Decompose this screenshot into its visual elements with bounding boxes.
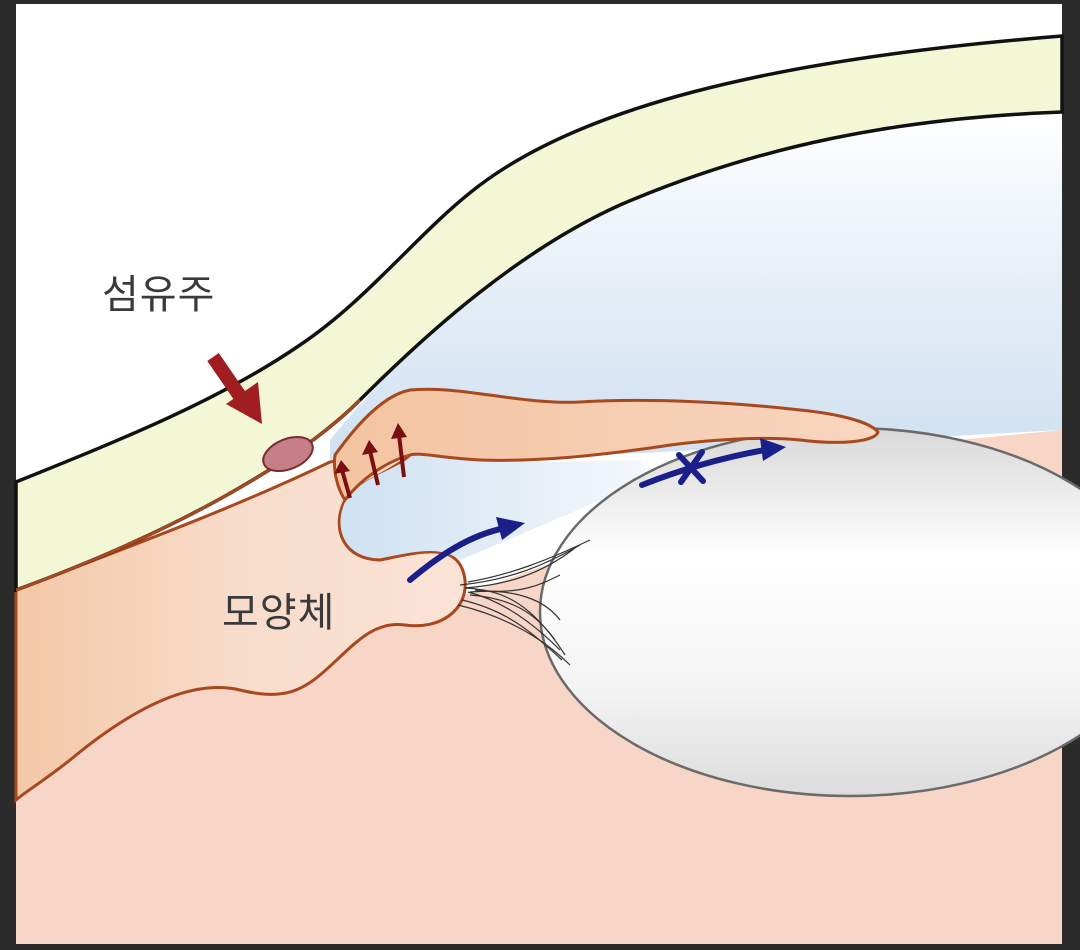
trabecular-meshwork-label: 섬유주 (102, 262, 215, 320)
ciliary-body-label: 모양체 (222, 580, 335, 638)
